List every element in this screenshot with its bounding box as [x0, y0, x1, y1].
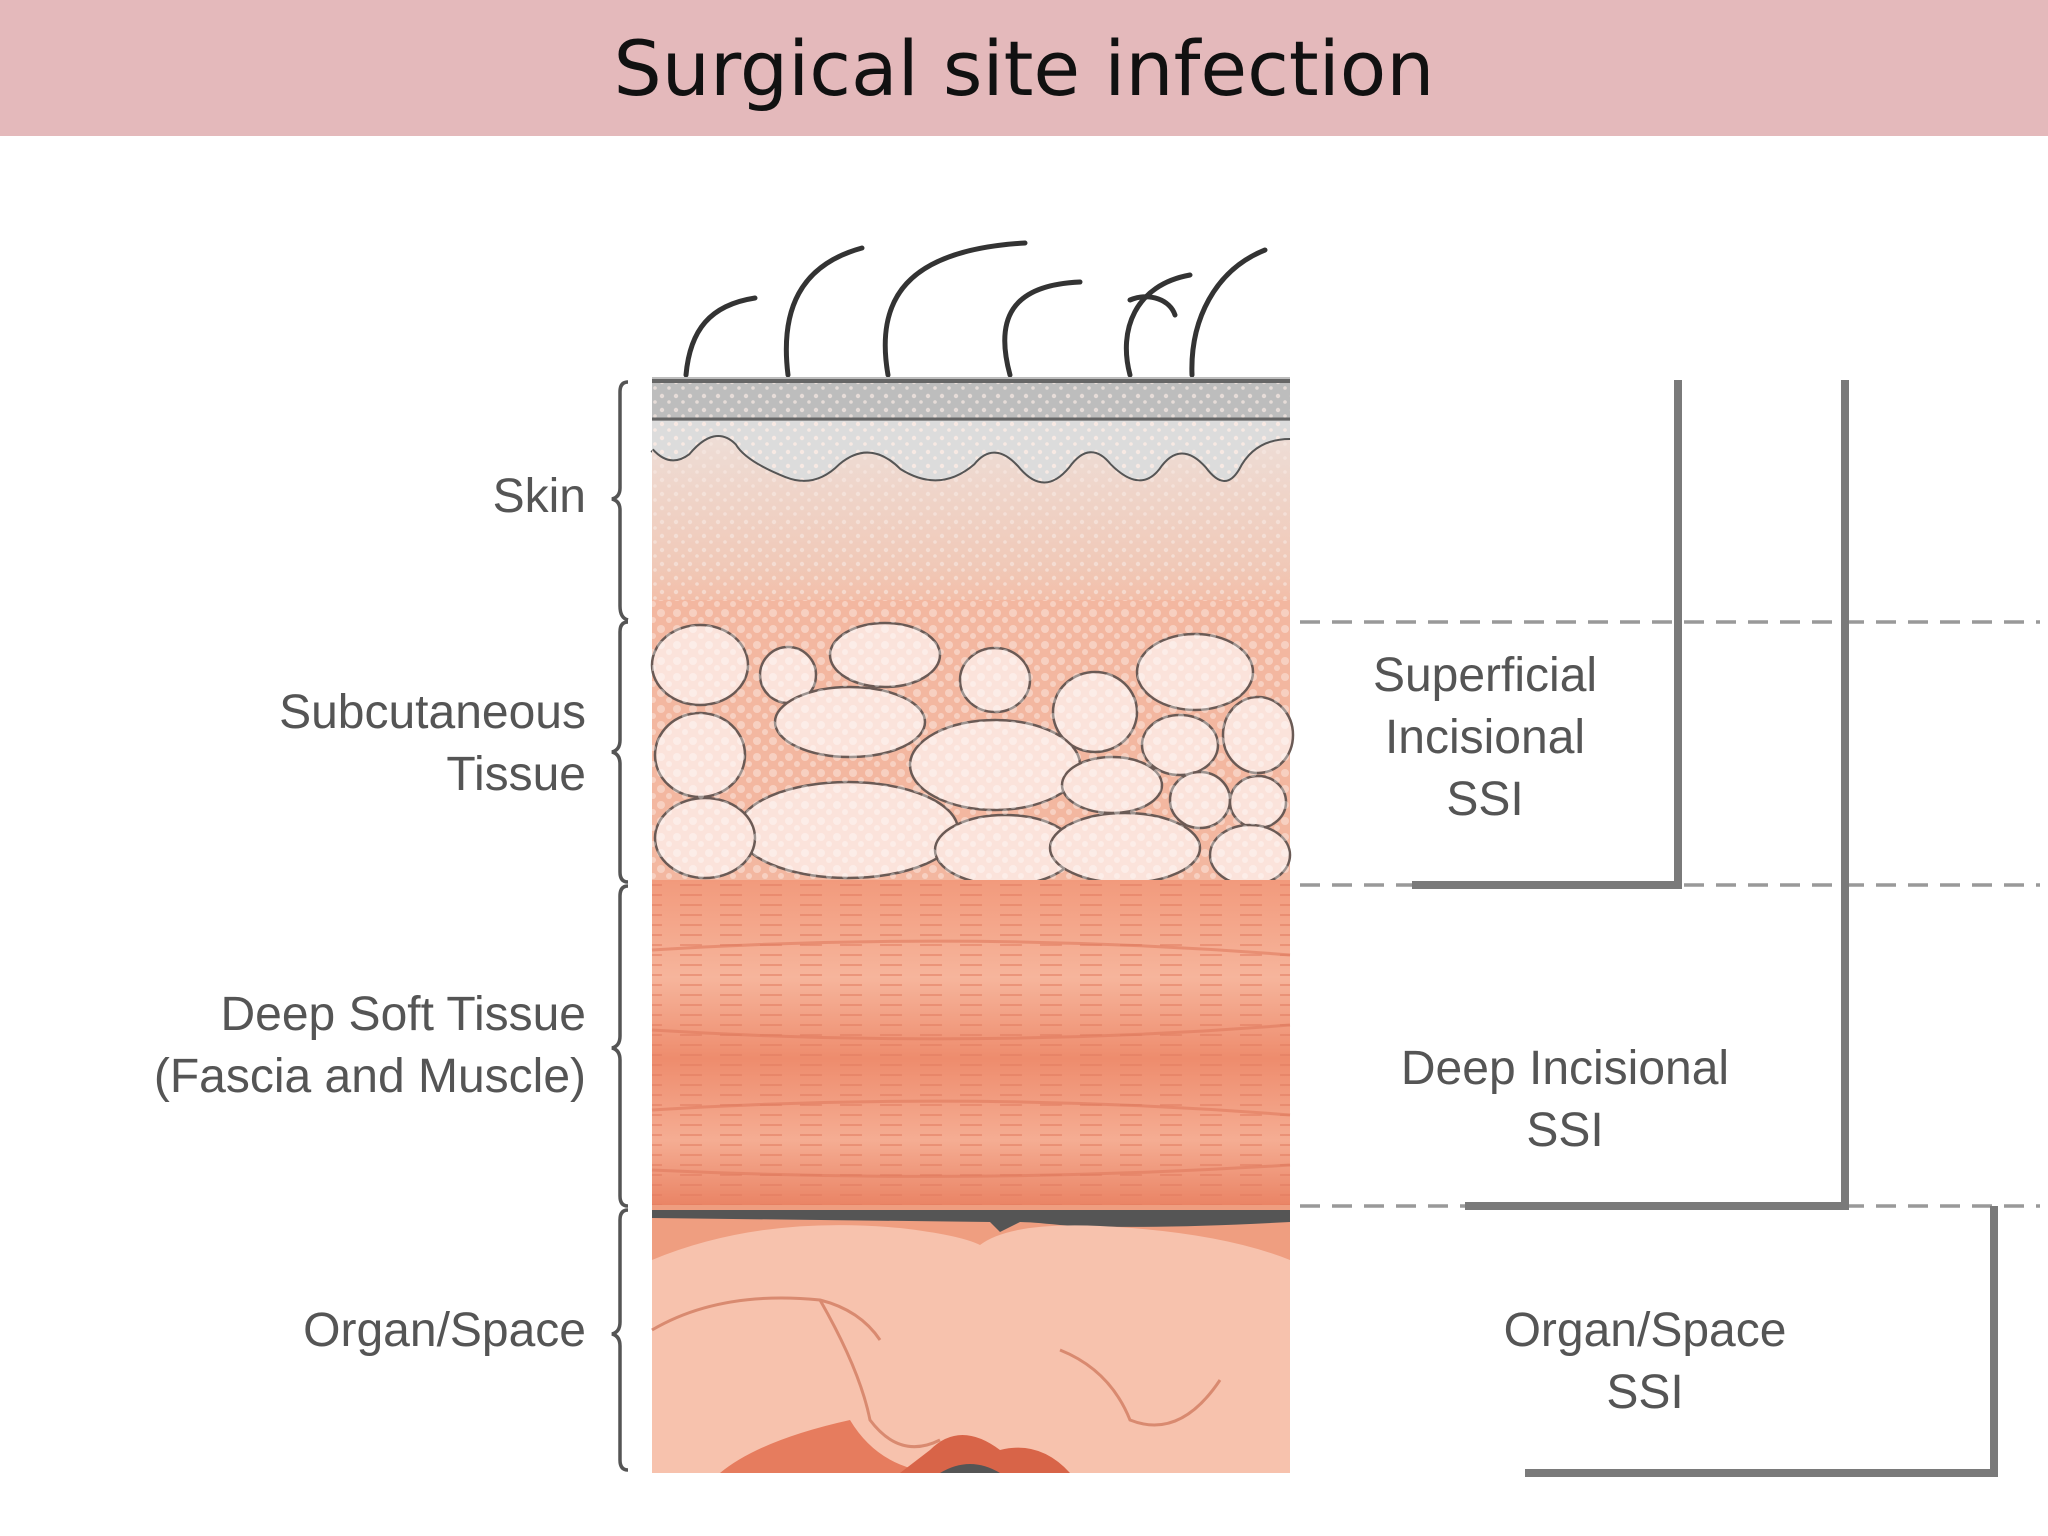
subcutaneous-layer [650, 600, 1295, 887]
label-subcutaneous-line2: Tissue [446, 748, 586, 801]
label-deep-line1: Deep Soft Tissue [220, 988, 586, 1041]
classification-brackets [1412, 380, 1998, 1477]
label-organ-space: Organ/Space [150, 1300, 586, 1362]
label-deep-soft-tissue: Deep Soft Tissue (Fascia and Muscle) [10, 984, 586, 1108]
label-deep-ssi-line1: Deep Incisional [1400, 1042, 1730, 1095]
organ-layer [651, 1205, 1290, 1473]
label-superficial-line1: Superficial [1372, 649, 1598, 702]
label-subcutaneous: Subcutaneous Tissue [100, 682, 586, 806]
label-organ-ssi-line2: SSI [1606, 1366, 1684, 1419]
label-deep-ssi: Deep Incisional SSI [1330, 1038, 1800, 1162]
label-superficial-line2: Incisional [1384, 711, 1586, 764]
hair-strands [683, 240, 1268, 378]
title-bar: Surgical site infection [0, 0, 2048, 136]
page-title: Surgical site infection [613, 23, 1435, 113]
layer-braces [611, 380, 629, 1472]
label-skin-text: Skin [492, 470, 586, 523]
label-organ-ssi: Organ/Space SSI [1420, 1300, 1870, 1424]
label-superficial-line3: SSI [1446, 773, 1524, 826]
label-deep-ssi-line2: SSI [1526, 1104, 1604, 1157]
label-organ-ssi-line1: Organ/Space [1503, 1304, 1787, 1357]
label-superficial-ssi: Superficial Incisional SSI [1290, 645, 1680, 831]
label-skin: Skin [380, 466, 586, 528]
muscle-layer [651, 880, 1291, 1205]
label-organ-text: Organ/Space [303, 1304, 586, 1357]
label-deep-line2: (Fascia and Muscle) [153, 1050, 586, 1103]
skin-layer [650, 377, 1291, 620]
label-subcutaneous-line1: Subcutaneous [279, 686, 586, 739]
